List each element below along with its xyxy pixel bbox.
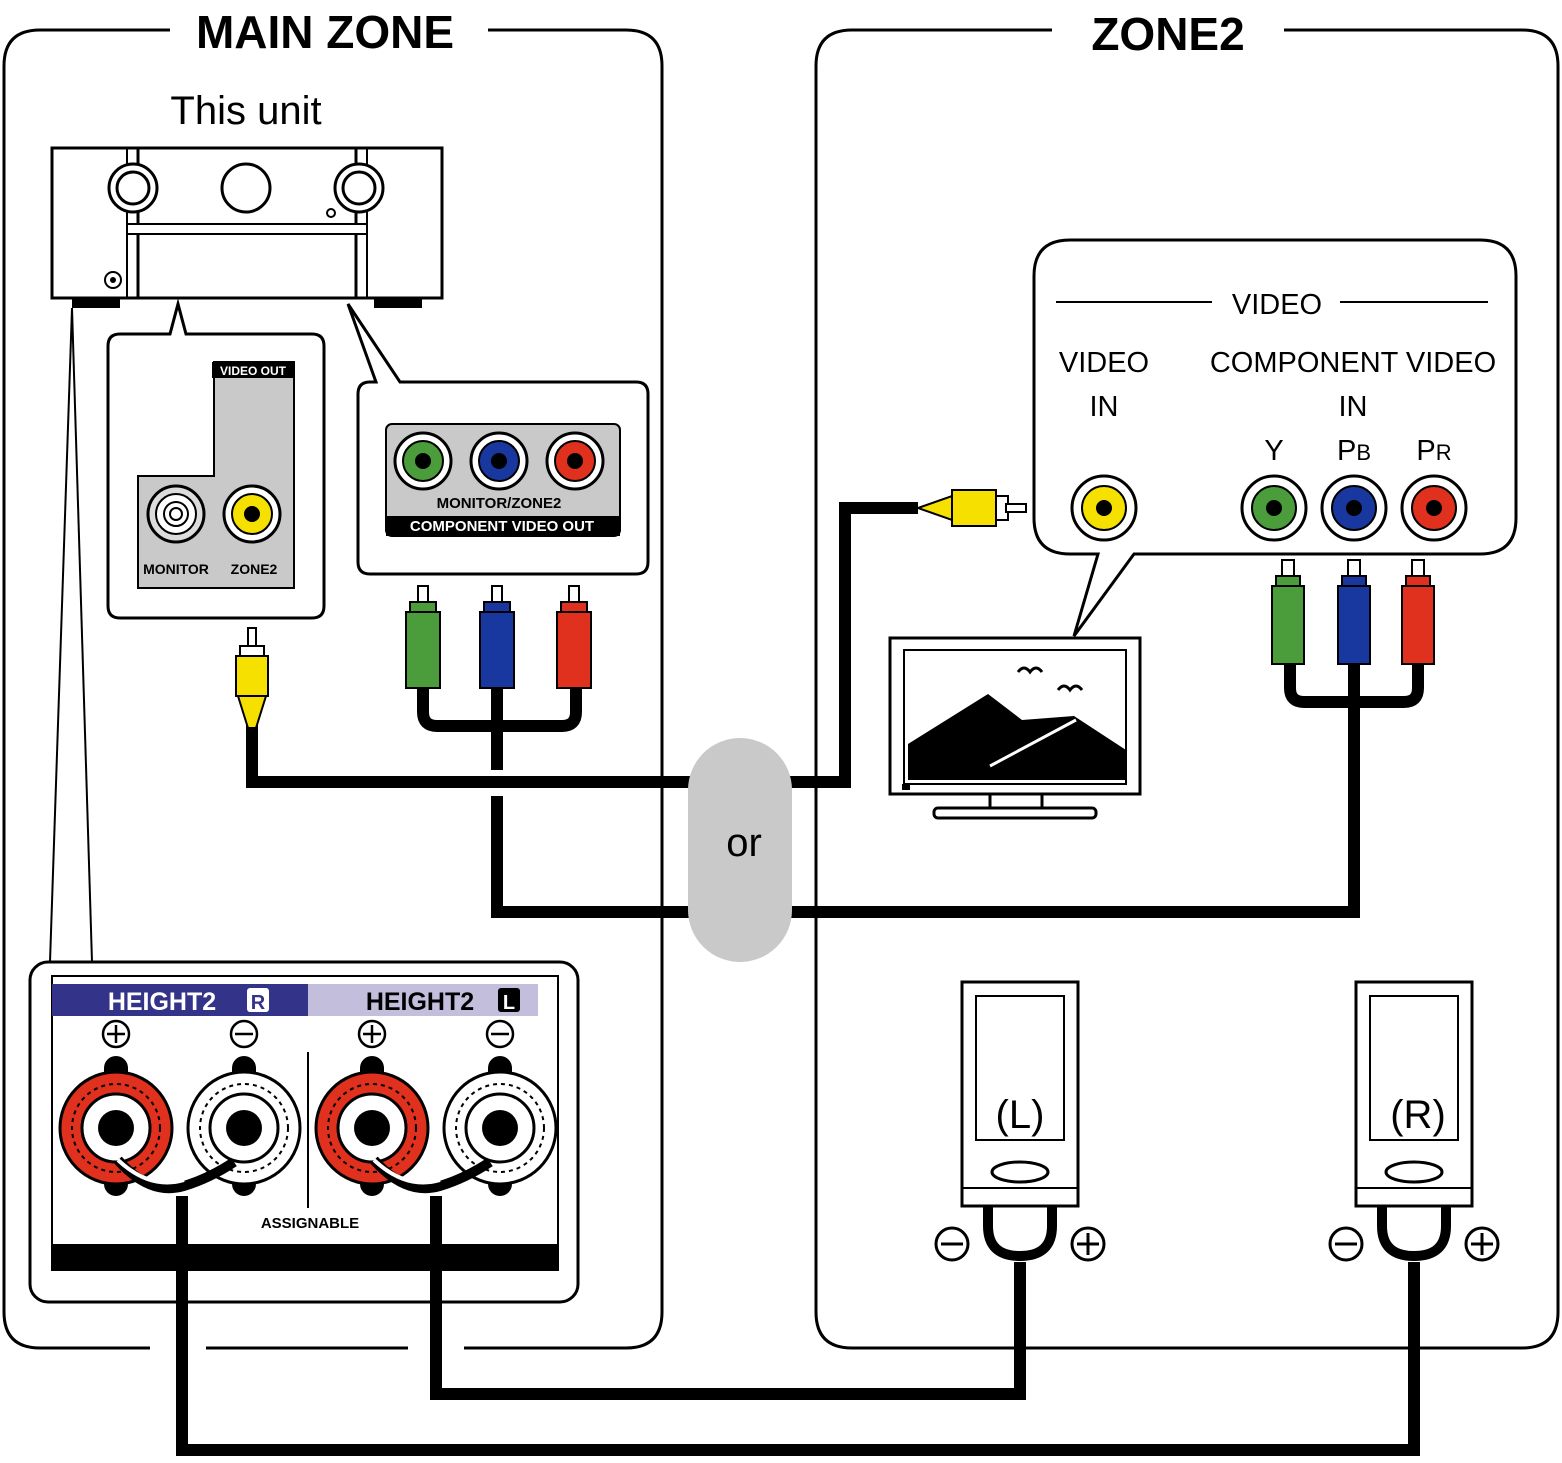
component-in-label-1: COMPONENT VIDEO xyxy=(1210,347,1496,379)
video-out-header: VIDEO OUT xyxy=(220,364,287,378)
y-label: Y xyxy=(1264,435,1283,467)
speaker-right-label: (R) xyxy=(1390,1093,1446,1137)
speaker-cable-right xyxy=(176,1196,1420,1456)
pr-label-main: P xyxy=(1416,435,1435,467)
pb-label-main: P xyxy=(1337,435,1356,467)
tv-input-callout xyxy=(1032,238,1518,637)
component-cable xyxy=(417,662,1424,918)
pb-label: PB xyxy=(1337,435,1371,467)
speaker-terminal-panel xyxy=(28,960,580,1304)
height2-l-label: HEIGHT2 xyxy=(366,988,474,1016)
monitor-jack-label: MONITOR xyxy=(143,561,209,577)
blue-plug-main xyxy=(479,585,515,689)
zone2-frame xyxy=(814,28,1560,1350)
speaker-left xyxy=(934,980,1106,1262)
pb-label-sub: B xyxy=(1356,440,1371,465)
or-choice xyxy=(688,738,792,962)
speaker-right xyxy=(1328,980,1500,1262)
video-group-label: VIDEO xyxy=(1232,289,1322,321)
or-label: or xyxy=(726,821,762,865)
pr-label: PR xyxy=(1416,435,1451,467)
green-plug-main xyxy=(405,585,441,689)
video-in-label-2: IN xyxy=(1090,391,1119,423)
terminal-callout-lines xyxy=(49,307,93,963)
height2-l-badge: L xyxy=(503,992,515,1014)
speaker-cable-left xyxy=(430,1196,1026,1400)
this-unit-label: This unit xyxy=(170,89,321,133)
speaker-left-label: (L) xyxy=(996,1093,1045,1137)
av-receiver xyxy=(50,146,444,308)
red-plug-main xyxy=(556,585,592,689)
zone2-jack-label: ZONE2 xyxy=(231,561,278,577)
tv-icon xyxy=(888,636,1142,820)
video-cable xyxy=(246,502,918,788)
component-out-label-2: COMPONENT VIDEO OUT xyxy=(410,518,594,535)
component-out-panel xyxy=(346,303,650,576)
component-out-label-1: MONITOR/ZONE2 xyxy=(437,495,562,512)
pr-label-sub: R xyxy=(1436,440,1452,465)
component-in-label-2: IN xyxy=(1339,391,1368,423)
yellow-plug-tv xyxy=(914,489,1027,527)
green-plug-tv xyxy=(1271,559,1305,665)
assignable-label: ASSIGNABLE xyxy=(261,1215,359,1232)
video-out-panel xyxy=(106,298,326,620)
yellow-plug-main xyxy=(235,627,269,729)
height2-r-badge: R xyxy=(251,992,266,1014)
video-in-label-1: VIDEO xyxy=(1059,347,1149,379)
zone2-title: ZONE2 xyxy=(1091,8,1244,60)
red-plug-tv xyxy=(1401,559,1435,665)
height2-r-label: HEIGHT2 xyxy=(108,988,216,1016)
blue-plug-tv xyxy=(1337,559,1371,665)
main-zone-title: MAIN ZONE xyxy=(196,6,454,58)
